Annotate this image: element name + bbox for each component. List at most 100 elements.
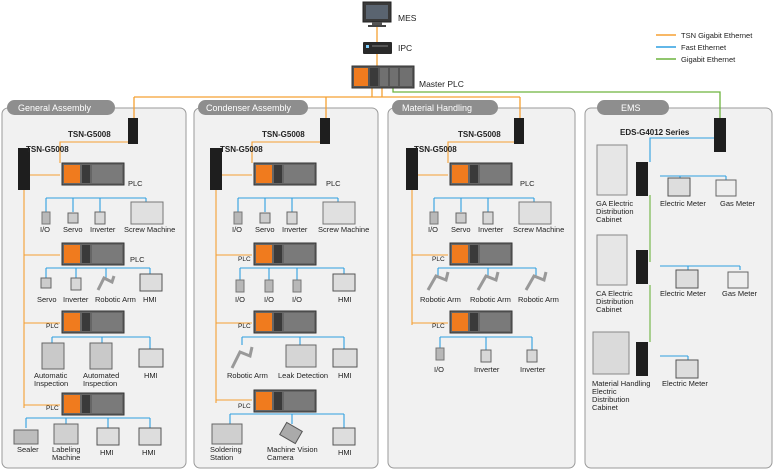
plc-icon — [61, 242, 125, 266]
row2-general-2: Robotic Arm — [95, 295, 136, 304]
row3-condenser-2: HMI — [338, 371, 352, 380]
row1-condenser-3: Screw Machine — [318, 225, 369, 234]
switch-icon — [636, 250, 648, 284]
plc-icon — [61, 162, 125, 186]
plc2-general-label: PLC — [130, 255, 145, 264]
screw-machine-icon — [130, 201, 164, 225]
inverter-icon — [286, 211, 298, 225]
row1-general-3: Screw Machine — [124, 225, 175, 234]
distribution-cabinet-icon — [596, 144, 628, 196]
robotic-arm-icon — [524, 271, 548, 291]
switch-upper-material-label: TSN-G5008 — [458, 130, 501, 139]
io-module-icon — [292, 279, 302, 293]
row2-material-2: Robotic Arm — [518, 295, 559, 304]
row4-condenser-2: HMI — [338, 448, 352, 457]
eds-switch-icon — [714, 118, 726, 152]
leak-detection-icon — [285, 344, 317, 368]
plc1-general-label: PLC — [128, 179, 143, 188]
ems-row1-1: Electric Meter — [660, 199, 706, 208]
gas-meter-icon — [715, 179, 737, 197]
electric-meter-icon — [667, 177, 691, 197]
switch-lower-material-label: TSN-G5008 — [414, 145, 457, 154]
legend-fast: Fast Ethernet — [681, 43, 727, 52]
row2-condenser-1: I/O — [264, 295, 274, 304]
io-module-icon — [429, 211, 439, 225]
hmi-icon — [138, 427, 162, 446]
servo-icon — [40, 277, 52, 289]
inverter-icon — [526, 349, 538, 363]
plc2-condenser-label: PLC — [238, 256, 251, 263]
hmi-icon — [332, 348, 358, 368]
hmi-icon — [96, 427, 120, 446]
plc3-general-label: PLC — [46, 323, 59, 330]
panel-title-condenser: Condenser Assembly — [206, 103, 292, 113]
inspection-machine-icon — [89, 342, 113, 370]
row2-material-1: Robotic Arm — [470, 295, 511, 304]
label-ipc: IPC — [398, 43, 412, 53]
robotic-arm-icon — [476, 271, 500, 291]
row1-condenser-0: I/O — [232, 225, 242, 234]
legend-tsn: TSN Gigabit Ethernet — [681, 31, 753, 40]
label-master-plc: Master PLC — [419, 79, 464, 89]
row1-condenser-1: Servo — [255, 225, 275, 234]
gas-meter-icon — [727, 271, 749, 289]
row1-material-1: Servo — [451, 225, 471, 234]
distribution-cabinet-icon — [592, 331, 630, 375]
tsn-switch-upper-general-icon — [128, 118, 138, 144]
row1-general-2: Inverter — [90, 225, 116, 234]
plc3-condenser-label: PLC — [238, 323, 251, 330]
panel-title-material: Material Handling — [402, 103, 472, 113]
plc-icon — [61, 310, 125, 334]
servo-icon — [455, 212, 467, 224]
row4-general-0: Sealer — [17, 445, 39, 454]
ems-switch-label: EDS-G4012 Series — [620, 128, 690, 137]
row3-condenser-0: Robotic Arm — [227, 371, 268, 380]
row2-condenser-2: I/O — [292, 295, 302, 304]
tsn-switch-lower-material-icon — [406, 148, 418, 190]
row2-condenser-3: HMI — [338, 295, 352, 304]
electric-meter-icon — [675, 359, 699, 379]
robotic-arm-icon — [426, 271, 450, 291]
hmi-icon — [332, 273, 356, 292]
servo-icon — [67, 212, 79, 224]
group-general: TSN-G5008 TSN-G5008 PLC I/O Servo Invert… — [13, 118, 175, 462]
switch-lower-condenser-label: TSN-G5008 — [220, 145, 263, 154]
row4-general-2: HMI — [100, 448, 114, 457]
plc3-material-label: PLC — [432, 323, 445, 330]
ems-row1-2: Gas Meter — [720, 199, 756, 208]
row1-material-3: Screw Machine — [513, 225, 564, 234]
group-condenser: TSN-G5008 TSN-G5008 PLC I/O Servo Invert… — [210, 118, 369, 462]
inverter-icon — [94, 211, 106, 225]
ems-row2-2: Gas Meter — [722, 289, 758, 298]
switch-lower-general-label: TSN-G5008 — [26, 145, 69, 154]
panel-title-general: General Assembly — [18, 103, 92, 113]
io-module-icon — [435, 347, 445, 361]
plc1-condenser-label: PLC — [326, 179, 341, 188]
row1-general-1: Servo — [63, 225, 83, 234]
io-module-icon — [235, 279, 245, 293]
legend-gigabit: Gigabit Ethernet — [681, 55, 736, 64]
inverter-icon — [480, 349, 492, 363]
plc-icon — [253, 162, 317, 186]
row4-general-3: HMI — [142, 448, 156, 457]
ipc-box — [363, 42, 392, 54]
row1-material-2: Inverter — [478, 225, 504, 234]
tsn-switch-upper-condenser-icon — [320, 118, 330, 144]
robotic-arm-icon — [96, 275, 116, 291]
distribution-cabinet-icon — [596, 234, 628, 286]
screw-machine-icon — [518, 201, 552, 225]
tsn-switch-lower-general-icon — [18, 148, 30, 190]
master-plc-device — [351, 65, 415, 89]
plc2-material-label: PLC — [432, 256, 445, 263]
io-module-icon — [264, 279, 274, 293]
switch-icon — [636, 162, 648, 196]
robotic-arm-icon — [230, 346, 254, 369]
